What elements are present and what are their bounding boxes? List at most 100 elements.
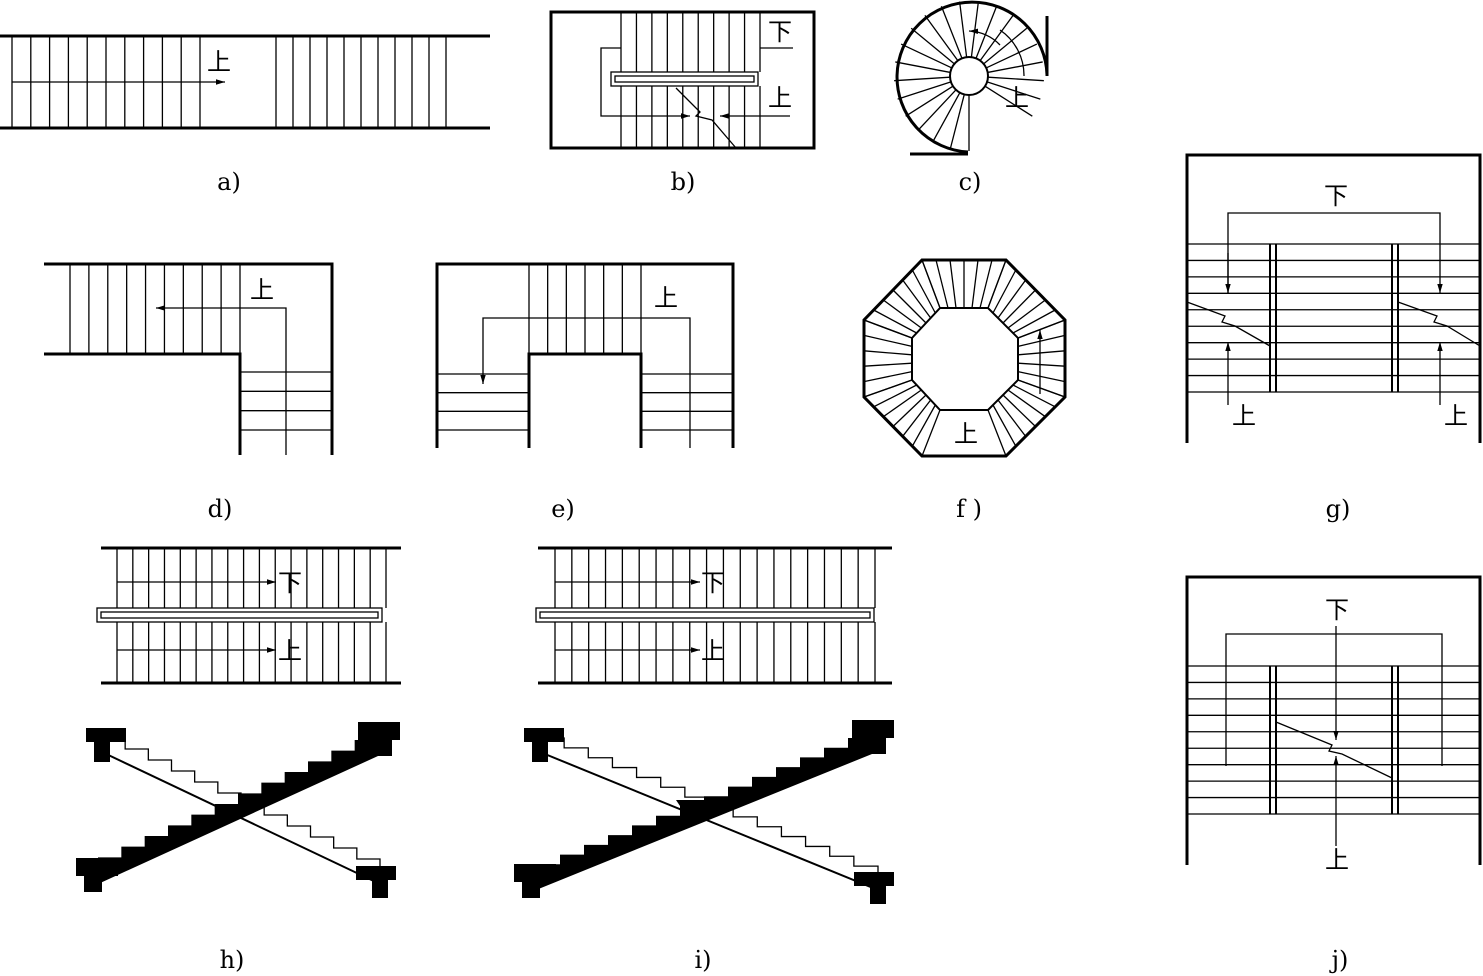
tread-line — [911, 269, 936, 314]
caption-d: d) — [208, 495, 233, 523]
tread-line — [1012, 384, 1056, 408]
caption-e: e) — [551, 495, 575, 523]
tread-line — [979, 259, 993, 309]
figure-j-up-mark: 上 — [1325, 846, 1349, 874]
tread-line — [902, 279, 932, 319]
tread-line — [921, 259, 941, 309]
tread-line — [1017, 319, 1066, 339]
tread-line — [863, 350, 913, 356]
tread-line — [882, 389, 922, 418]
open-flight-steps — [102, 737, 381, 870]
landing-block — [514, 864, 556, 898]
tread-line — [921, 409, 941, 457]
tread-line — [997, 399, 1027, 437]
caption-a: a) — [217, 168, 241, 196]
tread-line — [971, 259, 979, 309]
tread-line — [1007, 389, 1046, 418]
figure-b-down-mark: 下 — [768, 18, 792, 46]
open-flight-steps — [540, 737, 879, 876]
tread-line — [873, 309, 917, 334]
solid-flight — [98, 740, 378, 884]
figure-g-divided-stair: 下 上 上 — [1185, 153, 1482, 443]
tread-line — [958, 1, 968, 58]
figure-g-up-mark-left: 上 — [1232, 402, 1256, 430]
tread-line — [895, 61, 951, 74]
tread-line — [992, 269, 1017, 314]
tread-line — [911, 404, 936, 447]
figure-b-up-mark: 上 — [768, 84, 792, 112]
tread-line — [863, 370, 913, 383]
figure-h-scissor-stair: 下 上 — [76, 546, 401, 898]
tread-line — [983, 27, 1028, 65]
figure-a-straight-stair: 上 — [0, 34, 490, 130]
caption-i: i) — [694, 946, 711, 974]
landing-block — [356, 866, 396, 898]
tread-line — [992, 404, 1017, 447]
tread-line — [900, 43, 953, 69]
open-flight-soffit — [101, 751, 381, 885]
tread-line — [863, 362, 913, 367]
tread-line — [894, 76, 951, 82]
tread-line — [987, 61, 1043, 74]
caption-b: b) — [671, 168, 696, 196]
tread-line — [924, 14, 959, 62]
tread-line — [949, 259, 957, 309]
tread-line — [882, 299, 922, 329]
caption-g: g) — [1326, 495, 1351, 523]
tread-line — [1002, 289, 1036, 324]
figure-e-up-mark: 上 — [654, 284, 678, 312]
landing-block — [86, 728, 126, 762]
tread-line — [997, 279, 1027, 319]
tread-line — [1017, 334, 1066, 348]
tread-line — [949, 94, 965, 149]
figure-i-up-mark: 上 — [701, 637, 725, 665]
tread-line — [873, 384, 917, 408]
tread-line — [985, 43, 1038, 69]
tread-line — [987, 76, 1044, 82]
tread-line — [986, 81, 1041, 100]
tread-line — [863, 334, 913, 348]
tread-line — [1017, 370, 1066, 383]
figure-g-down-mark: 下 — [1324, 182, 1348, 210]
landing-block — [358, 722, 400, 756]
tread-line — [892, 289, 927, 324]
caption-f: f ) — [956, 495, 982, 523]
tread-line — [863, 379, 913, 398]
tread-line — [940, 6, 963, 59]
solid-flight — [536, 738, 872, 890]
open-flight-soffit — [539, 751, 879, 891]
figure-b-switchback-stair: 下 上 — [549, 10, 816, 150]
tread-line — [987, 259, 1007, 309]
figure-h-down-mark: 下 — [278, 569, 302, 597]
landing-block — [76, 858, 118, 892]
figure-i-scissor-stair-landing: 下 上 — [514, 546, 894, 904]
figure-j-down-mark: 下 — [1325, 596, 1349, 624]
tread-line — [863, 319, 913, 339]
figure-h-up-mark: 上 — [278, 637, 302, 665]
tread-line — [935, 259, 949, 309]
tread-line — [917, 89, 957, 132]
tread-line — [1017, 379, 1066, 398]
landing-block — [854, 872, 894, 904]
figure-i-down-mark: 下 — [701, 569, 725, 597]
tread-line — [970, 1, 980, 58]
figure-j-branched-stair: 下 上 — [1185, 575, 1482, 874]
figure-c-up-mark: 上 — [1005, 84, 1029, 112]
tread-line — [1007, 299, 1046, 329]
tread-line — [932, 92, 961, 143]
landing-block — [524, 728, 564, 762]
figure-a-up-mark: 上 — [207, 48, 231, 76]
tread-line — [987, 409, 1007, 457]
figure-f-octagonal-stair: 上 — [862, 258, 1067, 458]
tread-line — [1017, 362, 1066, 367]
tread-line — [892, 394, 927, 427]
caption-j: j) — [1329, 946, 1349, 974]
figure-g-up-mark-right: 上 — [1444, 402, 1468, 430]
tread-line — [902, 399, 932, 437]
tread-line — [1012, 309, 1056, 334]
tread-line — [984, 85, 1033, 117]
tread-line — [975, 6, 998, 59]
caption-h: h) — [220, 946, 245, 974]
figure-e-three-flight-stair: 上 — [435, 262, 735, 448]
